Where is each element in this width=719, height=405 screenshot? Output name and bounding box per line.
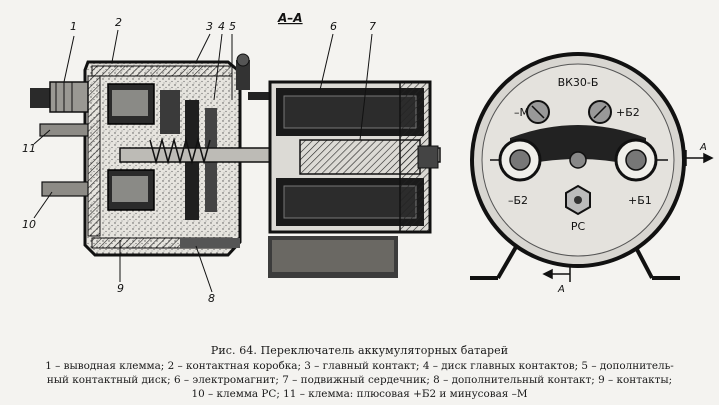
section-arrow-bottom: [542, 266, 571, 282]
auxiliary-contact-disk: [236, 53, 270, 100]
callout-11: 11: [22, 142, 36, 155]
section-arrow-right: [685, 150, 714, 166]
caption-line: ный контактный диск; 6 – электромагнит; …: [46, 374, 673, 386]
terminal-plus-b1: [614, 138, 658, 182]
mounting-base: [180, 236, 398, 278]
switch-cross-section-drawing: А–А ВК30-Б –М +Б2 –Б2 +Б1 РС: [30, 11, 714, 295]
terminal-plus-b2: [588, 100, 612, 124]
section-arrow-label-right: А: [699, 142, 707, 153]
main-contact-assembly: [107, 83, 217, 220]
callout-10: 10: [22, 218, 36, 231]
terminal-label-minus-b2: –Б2: [508, 194, 528, 207]
terminal-rs: [565, 184, 591, 216]
figure-caption-legend: 1 – выводная клемма; 2 – контактная коро…: [10, 359, 709, 401]
terminal-10: [41, 181, 89, 197]
figure-caption-title: Рис. 64. Переключатель аккумуляторных ба…: [210, 344, 509, 357]
callout-2: 2: [115, 16, 122, 29]
callout-3: 3: [206, 20, 213, 33]
section-arrow-label-bottom: А: [557, 284, 565, 295]
callout-8: 8: [208, 292, 215, 305]
output-terminal: [30, 81, 89, 113]
section-label: А–А: [277, 11, 303, 25]
callout-9: 9: [117, 282, 124, 295]
terminal-minus-m: [526, 100, 550, 124]
terminal-label-rs: РС: [571, 220, 586, 233]
terminal-label-plus-b2: +Б2: [616, 106, 640, 119]
caption-line: 10 – клемма РС; 11 – клемма: плюсовая +Б…: [191, 388, 528, 400]
caption-line: 1 – выводная клемма; 2 – контактная коро…: [45, 360, 674, 372]
terminal-label-minus-m: –М: [514, 106, 529, 119]
center-screw: [569, 151, 587, 169]
callout-6: 6: [330, 20, 337, 33]
callout-5: 5: [229, 20, 236, 33]
device-model-label: ВК30-Б: [558, 76, 599, 89]
callout-4: 4: [218, 20, 225, 33]
terminal-11: [39, 123, 89, 137]
callout-7: 7: [369, 20, 376, 33]
callout-1: 1: [70, 20, 77, 33]
terminal-label-plus-b1: +Б1: [628, 194, 652, 207]
leader-lines: [33, 29, 373, 293]
terminal-minus-b2: [498, 138, 542, 182]
movable-core: [299, 139, 439, 175]
